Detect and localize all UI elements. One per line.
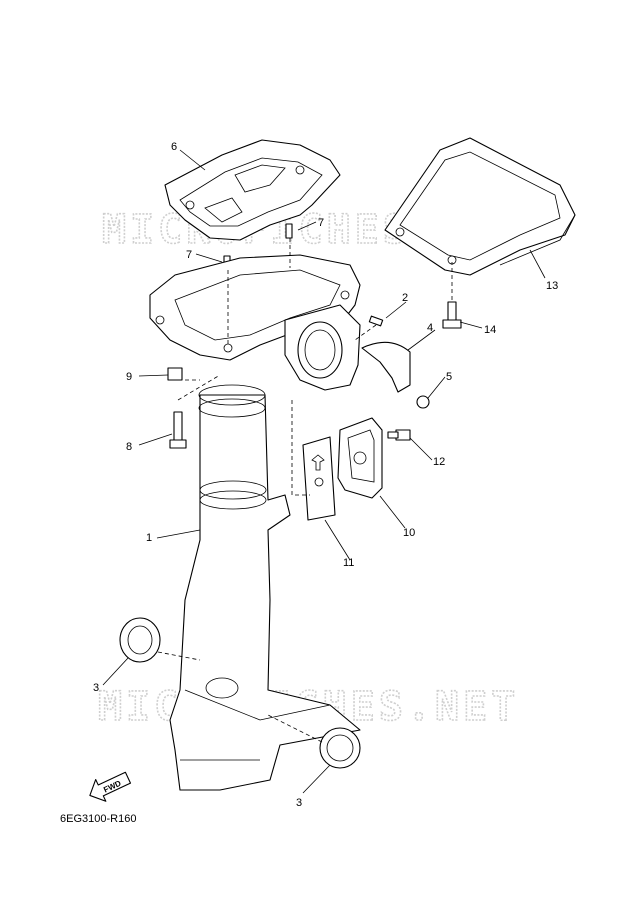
plug-part-3b bbox=[319, 727, 361, 769]
bracket-part-4 bbox=[361, 341, 411, 393]
screw-part-12 bbox=[387, 429, 411, 441]
fwd-arrow-icon: FWD bbox=[89, 771, 132, 802]
grommet-part-10 bbox=[337, 417, 383, 499]
callout-6: 6 bbox=[171, 141, 177, 153]
upper-casing-mount bbox=[149, 254, 361, 391]
pin-part-2 bbox=[368, 315, 384, 327]
dowel-pin-7a bbox=[285, 223, 293, 239]
assembly-guide-lines bbox=[157, 238, 453, 743]
reference-code: 6EG3100-R160 bbox=[60, 813, 136, 825]
callout-11: 11 bbox=[343, 557, 354, 569]
callout-7a: 7 bbox=[318, 217, 324, 229]
callout-3a: 3 bbox=[93, 682, 99, 694]
callout-14: 14 bbox=[484, 324, 496, 336]
bottom-cowling-part-13 bbox=[384, 137, 576, 276]
plate-part-11 bbox=[302, 436, 336, 521]
callout-labels: 6 7 7 13 2 14 4 5 9 8 12 10 11 1 3 3 bbox=[93, 141, 558, 809]
fwd-label: FWD bbox=[102, 779, 123, 795]
gasket-part-6 bbox=[164, 139, 341, 241]
lower-casing-part-1 bbox=[169, 384, 361, 791]
callout-3b: 3 bbox=[296, 797, 302, 809]
callout-1: 1 bbox=[146, 532, 152, 544]
callout-4: 4 bbox=[427, 322, 433, 334]
callout-9: 9 bbox=[126, 371, 132, 383]
callout-2: 2 bbox=[402, 292, 408, 304]
callout-10: 10 bbox=[403, 527, 415, 539]
callout-5: 5 bbox=[446, 371, 452, 383]
callout-8: 8 bbox=[126, 441, 132, 453]
callout-leaders bbox=[102, 149, 546, 794]
bolt-part-14 bbox=[442, 301, 462, 329]
callout-7b: 7 bbox=[186, 249, 192, 261]
bolt-part-8 bbox=[169, 411, 187, 449]
plug-part-3a bbox=[119, 617, 161, 663]
callout-12: 12 bbox=[433, 456, 445, 468]
grease-nipple-part-9 bbox=[167, 367, 183, 381]
screw-part-5 bbox=[416, 395, 430, 409]
callout-13: 13 bbox=[546, 280, 558, 292]
